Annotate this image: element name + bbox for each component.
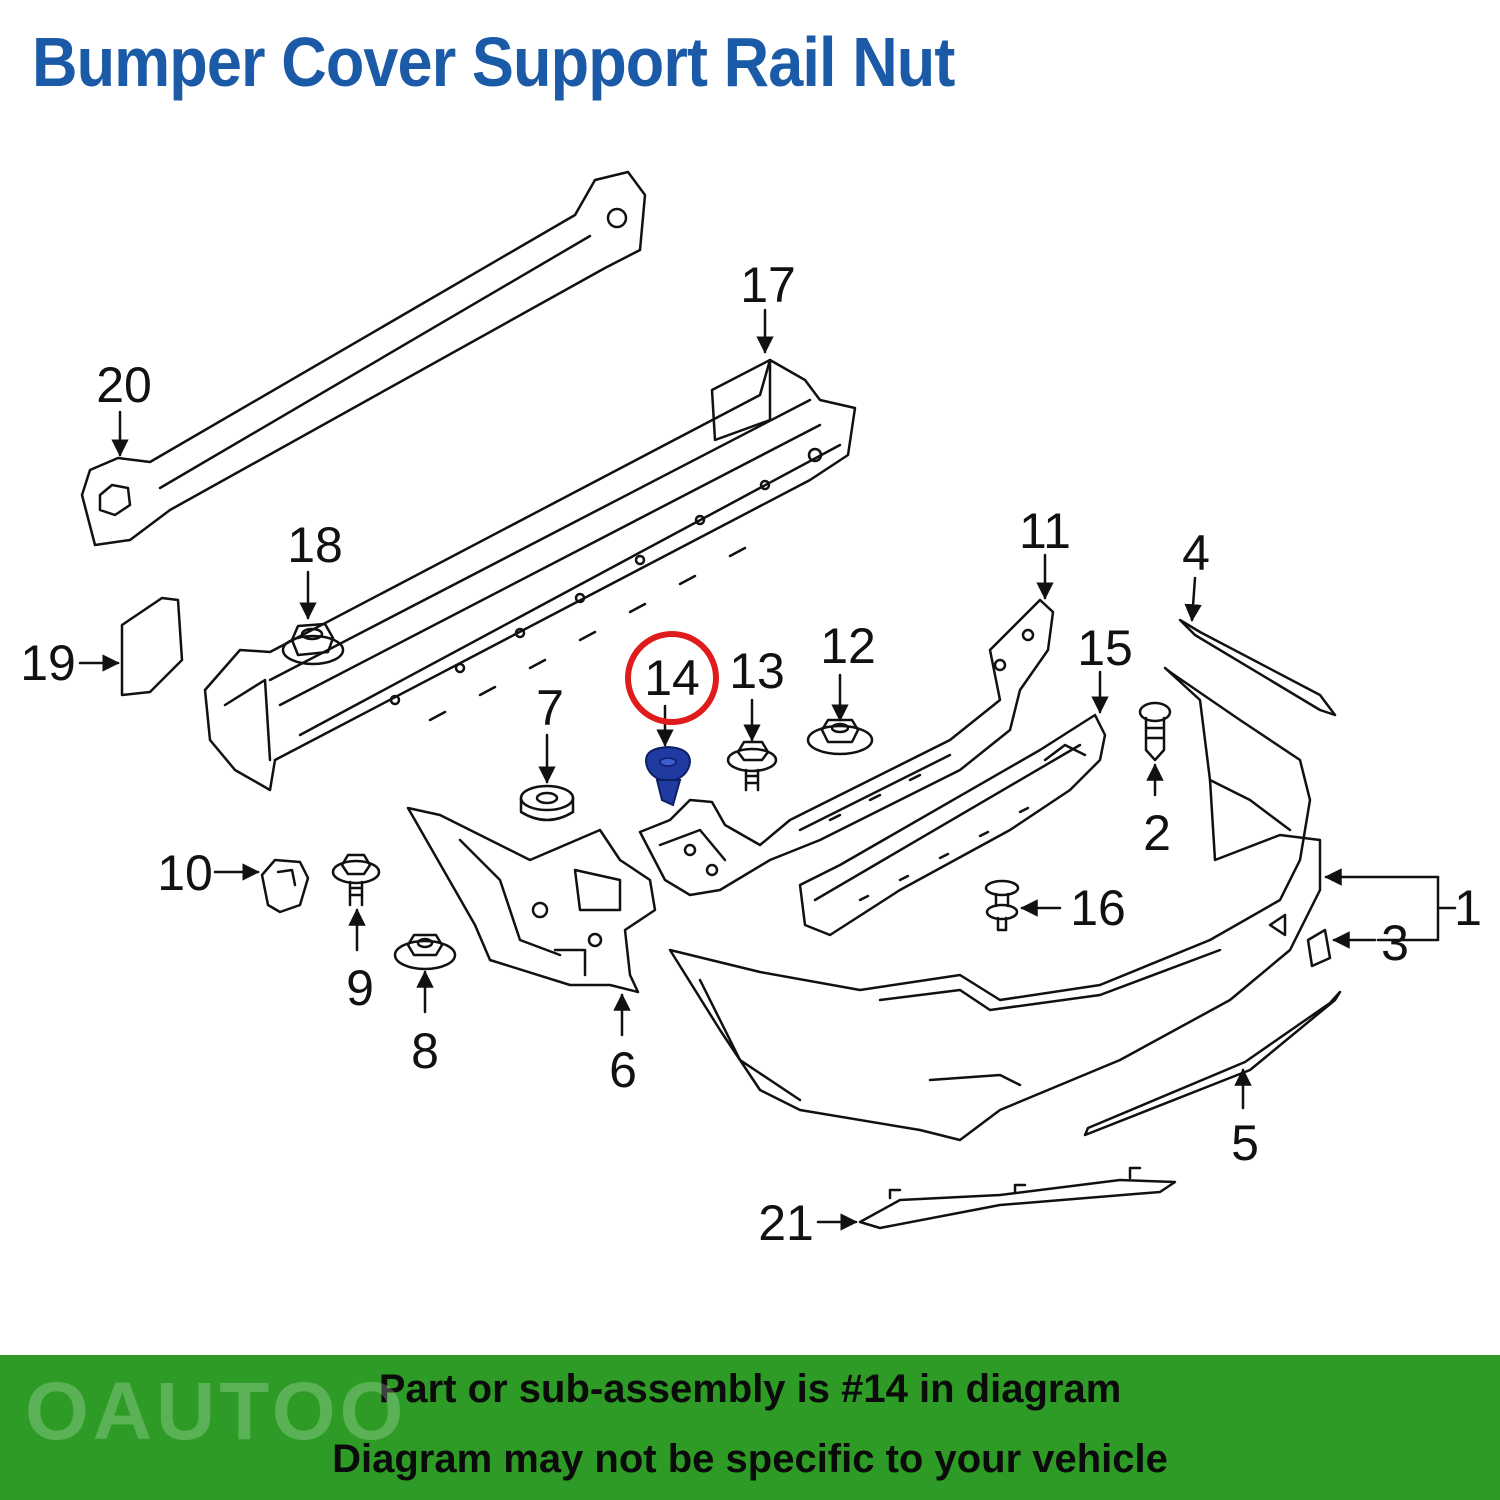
callout-17: 17: [740, 257, 796, 313]
callout-3: 3: [1381, 915, 1409, 971]
part-18-flange-nut: [281, 622, 345, 666]
callout-4: 4: [1182, 525, 1210, 581]
callout-11: 11: [1019, 503, 1071, 559]
part-2-pin: [1138, 701, 1172, 762]
callout-13: 13: [729, 643, 785, 699]
part-16-clip: [984, 879, 1020, 932]
leader-arrows: [78, 308, 1440, 1231]
callout-6: 6: [609, 1042, 637, 1098]
page-title: Bumper Cover Support Rail Nut: [32, 23, 955, 101]
part-7-bushing: [519, 784, 575, 822]
part-9-bolt: [331, 853, 381, 907]
part-6-bracket: [406, 806, 657, 994]
bracket-1-3: [1376, 875, 1457, 942]
footer-disclaimer: Diagram may not be specific to your vehi…: [332, 1437, 1168, 1481]
part-21-trim: [858, 1166, 1177, 1230]
callout-19: 19: [20, 635, 76, 691]
callout-12: 12: [820, 618, 876, 674]
callout-9: 9: [346, 960, 374, 1016]
callout-14: 14: [644, 650, 700, 706]
callout-10: 10: [157, 845, 213, 901]
part-4-strip: [1178, 618, 1337, 717]
highlight-ring: [625, 631, 719, 725]
part-12-nut: [806, 718, 874, 756]
part-14-rail-nut: [644, 745, 692, 807]
part-15-support-rail: [798, 713, 1107, 937]
footer-part-note: Part or sub-assembly is #14 in diagram: [378, 1367, 1122, 1411]
footer-banner: Part or sub-assembly is #14 in diagram D…: [0, 1355, 1500, 1500]
part-3-cap: [1306, 928, 1332, 968]
brand-watermark: OAUTOO: [25, 1366, 408, 1457]
part-8-nut: [393, 933, 457, 971]
part-20-support-bar: [80, 170, 647, 547]
part-10-clip: [260, 858, 310, 914]
callout-15: 15: [1077, 620, 1133, 676]
callout-16: 16: [1070, 880, 1126, 936]
callout-18: 18: [287, 517, 343, 573]
part-17-impact-bar: [203, 358, 857, 792]
callout-8: 8: [411, 1023, 439, 1079]
callout-1: 1: [1454, 880, 1482, 936]
callout-7: 7: [536, 680, 564, 736]
part-11-support-rail: [638, 598, 1055, 897]
part-5-lower-strip: [1083, 990, 1342, 1137]
callout-5: 5: [1231, 1115, 1259, 1171]
part-13-bolt: [726, 740, 778, 792]
parts-diagram: 1 2 3 4 5 6 7 8 9 10 11 12 13 14 15 16 1…: [20, 170, 1482, 1251]
callout-21: 21: [758, 1195, 814, 1251]
part-19-plate: [120, 596, 184, 697]
part-1-bumper-cover: [668, 666, 1322, 1142]
callout-20: 20: [96, 357, 152, 413]
callout-2: 2: [1143, 805, 1171, 861]
